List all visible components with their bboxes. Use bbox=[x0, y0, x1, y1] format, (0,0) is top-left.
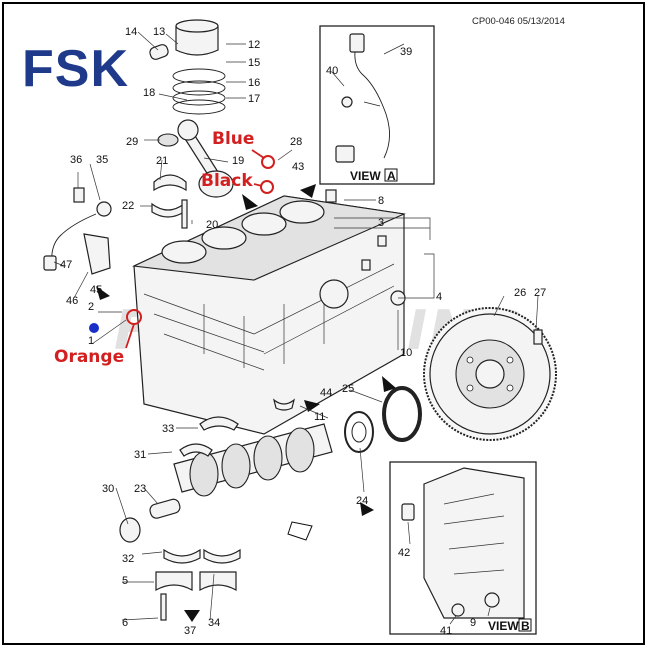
callout-45: 45 bbox=[90, 284, 102, 296]
blue-dowel-marker bbox=[261, 155, 275, 169]
drawing-code: CP00-046 05/13/2014 bbox=[472, 16, 565, 27]
seals bbox=[344, 386, 422, 453]
color-annotations bbox=[89, 149, 275, 349]
callout-15: 15 bbox=[248, 57, 260, 69]
crank-sensor-assembly bbox=[43, 187, 112, 275]
flywheel bbox=[423, 307, 557, 441]
callout-28: 28 bbox=[290, 136, 302, 148]
crankshaft bbox=[119, 423, 333, 543]
view-a-inset: VIEW A bbox=[319, 25, 435, 185]
direction-arrows bbox=[96, 184, 396, 622]
view-b-letter: B bbox=[521, 619, 530, 633]
callout-20: 20 bbox=[206, 219, 218, 231]
callout-25: 25 bbox=[342, 383, 354, 395]
callout-22: 22 bbox=[122, 200, 134, 212]
main-bearings bbox=[155, 398, 296, 621]
callout-42: 42 bbox=[398, 547, 410, 559]
callout-11: 11 bbox=[314, 411, 325, 423]
callout-46: 46 bbox=[66, 295, 78, 307]
callout-35: 35 bbox=[96, 154, 108, 166]
view-b-label: VIEW bbox=[488, 619, 519, 633]
callout-29: 29 bbox=[126, 136, 138, 148]
callout-23: 23 bbox=[134, 483, 146, 495]
callout-40: 40 bbox=[326, 65, 338, 77]
callout-19: 19 bbox=[232, 155, 244, 167]
callout-41: 41 bbox=[440, 625, 452, 637]
view-a-letter: A bbox=[387, 169, 396, 183]
engine-block-exploded-diagram: FSKBEARING FSK CP00-046 05/13/2014 VIEW … bbox=[22, 16, 565, 637]
callout-14: 14 bbox=[125, 26, 137, 38]
view-b-inset: VIEW B bbox=[389, 461, 537, 635]
brand-logo: FSK bbox=[22, 40, 129, 98]
callout-5: 5 bbox=[122, 575, 128, 587]
annotation-blue: Blue bbox=[212, 129, 254, 149]
blue-dot-marker bbox=[89, 323, 99, 333]
callout-6: 6 bbox=[122, 617, 128, 629]
callout-8: 8 bbox=[378, 195, 384, 207]
callout-12: 12 bbox=[248, 39, 260, 51]
annotation-black: Black bbox=[201, 171, 253, 191]
callout-43: 43 bbox=[292, 161, 304, 173]
callout-39: 39 bbox=[400, 46, 412, 58]
callout-4: 4 bbox=[436, 291, 442, 303]
callout-18: 18 bbox=[143, 87, 155, 99]
callout-26: 26 bbox=[514, 287, 526, 299]
callout-9: 9 bbox=[470, 617, 476, 629]
callout-21: 21 bbox=[156, 155, 168, 167]
callout-10: 10 bbox=[400, 347, 412, 359]
callout-17: 17 bbox=[248, 93, 260, 105]
piston-assembly bbox=[149, 19, 226, 115]
callout-16: 16 bbox=[248, 77, 260, 89]
connecting-rod bbox=[151, 119, 234, 229]
annotation-orange: Orange bbox=[54, 347, 124, 367]
callout-numbers: 14 13 12 15 16 18 17 29 28 21 19 43 36 3… bbox=[60, 26, 546, 637]
black-dowel-marker bbox=[260, 180, 274, 194]
callout-3: 3 bbox=[378, 217, 384, 229]
callout-2: 2 bbox=[88, 301, 94, 313]
callout-47: 47 bbox=[60, 259, 72, 271]
callout-30: 30 bbox=[102, 483, 114, 495]
callout-13: 13 bbox=[153, 26, 165, 38]
engine-block bbox=[132, 189, 406, 435]
callout-32: 32 bbox=[122, 553, 134, 565]
callout-33: 33 bbox=[162, 423, 174, 435]
callout-27: 27 bbox=[534, 287, 546, 299]
view-a-label: VIEW bbox=[350, 169, 381, 183]
callout-37: 37 bbox=[184, 625, 196, 637]
callout-44: 44 bbox=[320, 387, 332, 399]
callout-24: 24 bbox=[356, 495, 368, 507]
callout-31: 31 bbox=[134, 449, 146, 461]
callout-34: 34 bbox=[208, 617, 220, 629]
callout-1: 1 bbox=[88, 335, 94, 347]
callout-36: 36 bbox=[70, 154, 82, 166]
leader-lines bbox=[53, 31, 539, 625]
